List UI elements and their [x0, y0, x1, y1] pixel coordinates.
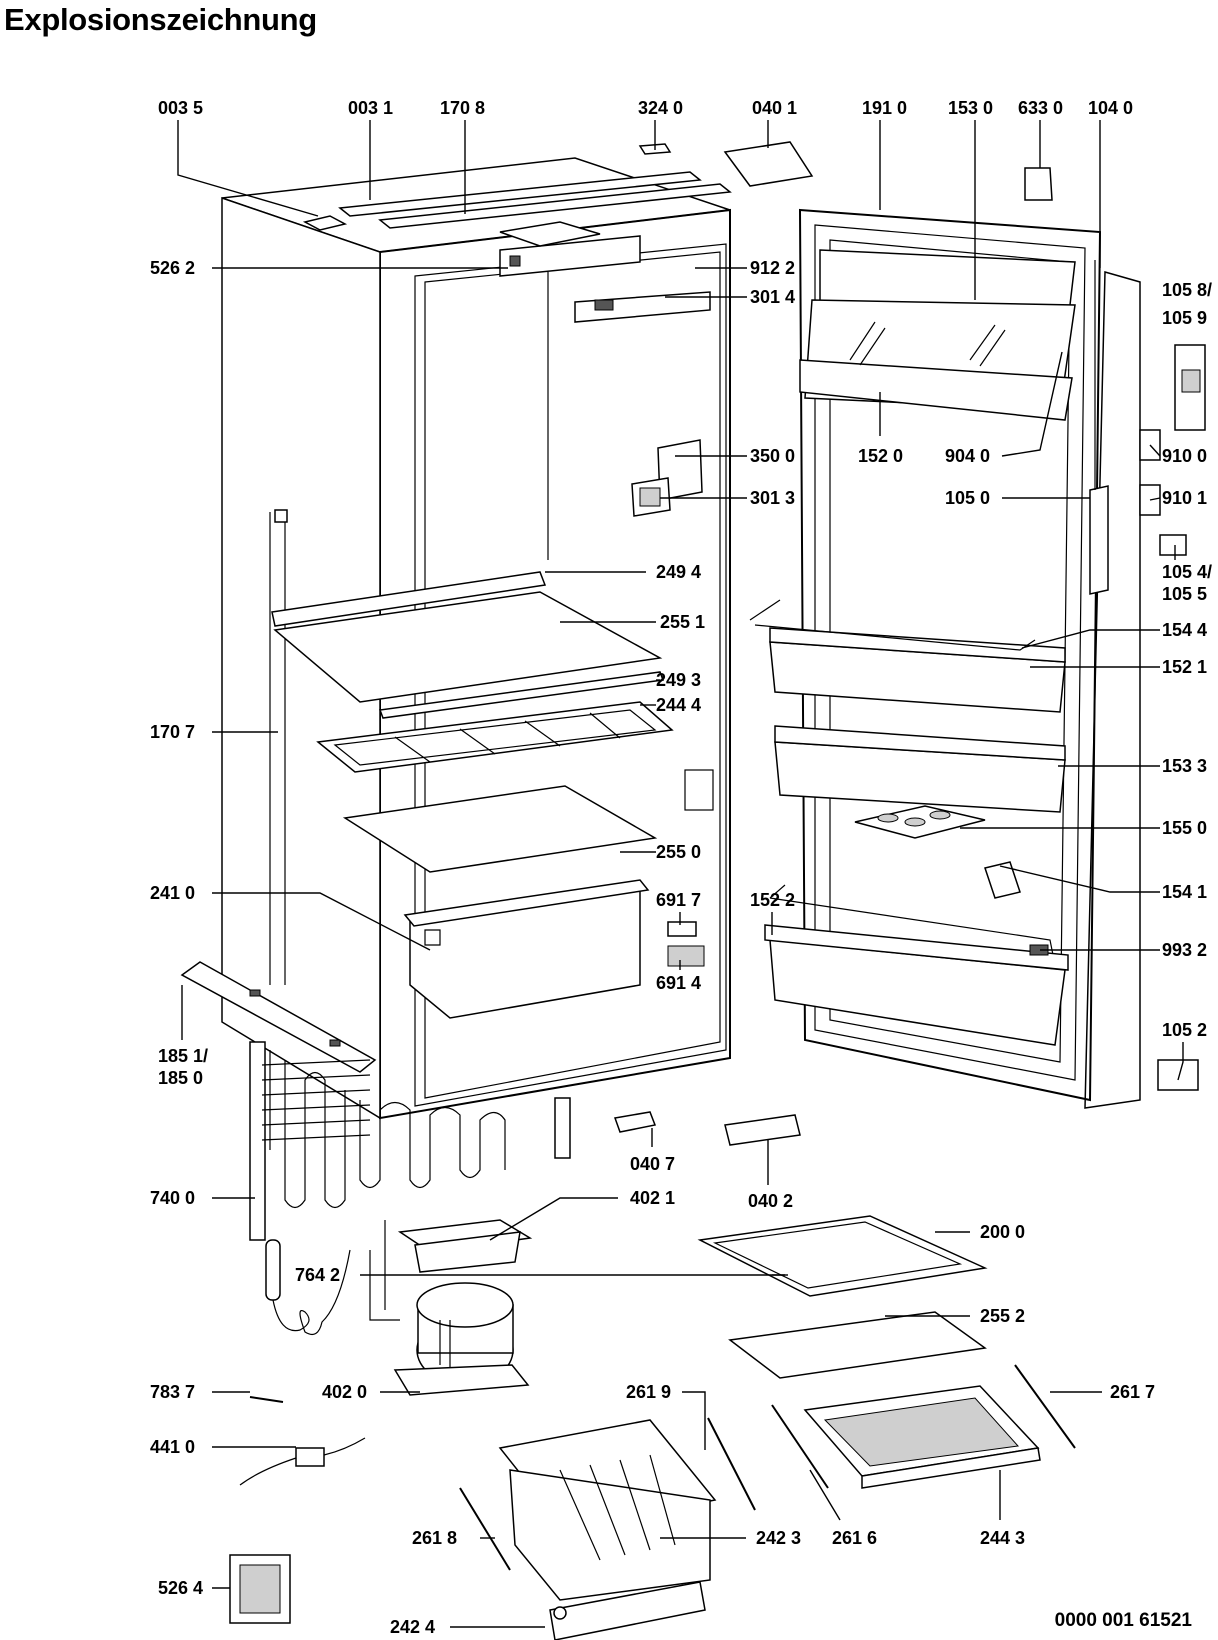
- part-label-3500: 350 0: [750, 446, 795, 466]
- part-label-1522: 152 2: [750, 890, 795, 910]
- hinges: [613, 141, 1053, 1146]
- thermostat-capillary: [265, 1239, 351, 1335]
- part-label-1708: 170 8: [440, 98, 485, 118]
- door-shelf-middle: [774, 725, 1066, 813]
- part-label-1052: 105 2: [1162, 1020, 1207, 1040]
- document-number: 0000 001 61521: [1054, 1610, 1192, 1631]
- lower-glass-shelf: [697, 1215, 988, 1379]
- part-label-4410: 441 0: [150, 1437, 195, 1457]
- part-label-2423: 242 3: [756, 1528, 801, 1548]
- drip-tray: [397, 1219, 533, 1273]
- door-dairy-compartment: [799, 249, 1076, 421]
- part-label-1059: 105 9: [1162, 308, 1207, 328]
- part-label-1058: 105 8/: [1162, 280, 1212, 300]
- part-label-1707: 170 7: [150, 722, 195, 742]
- door-hardware: [1029, 344, 1206, 1091]
- part-label-2443: 244 3: [980, 1528, 1025, 1548]
- part-label-1550: 155 0: [1162, 818, 1207, 838]
- part-label-6914: 691 4: [656, 973, 701, 993]
- part-label-1530: 153 0: [948, 98, 993, 118]
- part-label-9100: 910 0: [1162, 446, 1207, 466]
- part-label-1541: 154 1: [1162, 882, 1207, 902]
- part-label-1054: 105 4/: [1162, 562, 1212, 582]
- drawer-rails: [459, 1364, 1076, 1571]
- cabinet-body: [221, 157, 731, 1120]
- part-label-2424: 242 4: [390, 1617, 435, 1637]
- part-label-2551: 255 1: [660, 612, 705, 632]
- vegetable-crisper: [403, 879, 650, 1019]
- part-labels: 003 5 003 1 170 8 324 0 040 1 191 0 153 …: [150, 98, 1212, 1637]
- part-label-7400: 740 0: [150, 1188, 195, 1208]
- part-label-0401: 040 1: [752, 98, 797, 118]
- vent-sensors: [667, 769, 714, 967]
- part-label-2000: 200 0: [980, 1222, 1025, 1242]
- part-label-4020: 402 0: [322, 1382, 367, 1402]
- part-label-4021: 402 1: [630, 1188, 675, 1208]
- part-label-1040: 104 0: [1088, 98, 1133, 118]
- part-label-1521: 152 1: [1162, 657, 1207, 677]
- door-shelf-bottom: [764, 924, 1069, 1046]
- part-label-7837: 783 7: [150, 1382, 195, 1402]
- part-label-9122: 912 2: [750, 258, 795, 278]
- door-assembly: [798, 208, 1141, 1109]
- part-label-2616: 261 6: [832, 1528, 877, 1548]
- part-label-3013: 301 3: [750, 488, 795, 508]
- part-label-9101: 910 1: [1162, 488, 1207, 508]
- part-label-2619: 261 9: [626, 1382, 671, 1402]
- door-shelf-upper: [749, 599, 1066, 713]
- leader-lines: [177, 120, 1184, 1628]
- part-label-2494: 249 4: [656, 562, 701, 582]
- part-label-1851: 185 1/: [158, 1046, 208, 1066]
- part-label-1910: 191 0: [862, 98, 907, 118]
- part-label-9932: 993 2: [1162, 940, 1207, 960]
- part-label-2552: 255 2: [980, 1306, 1025, 1326]
- freezer-tray: [803, 1385, 1041, 1489]
- glass-shelf-upper: [271, 571, 665, 719]
- part-label-2493: 249 3: [656, 670, 701, 690]
- egg-tray: [854, 805, 986, 839]
- part-label-3014: 301 4: [750, 287, 795, 307]
- part-label-1050: 105 0: [945, 488, 990, 508]
- condenser: [249, 1041, 571, 1241]
- part-label-1544: 154 4: [1162, 620, 1207, 640]
- part-label-2617: 261 7: [1110, 1382, 1155, 1402]
- part-label-0031: 003 1: [348, 98, 393, 118]
- part-label-7642: 764 2: [295, 1265, 340, 1285]
- part-label-5264: 526 4: [158, 1578, 203, 1598]
- part-label-1850: 185 0: [158, 1068, 203, 1088]
- part-label-2444: 244 4: [656, 695, 701, 715]
- part-label-2550: 255 0: [656, 842, 701, 862]
- front-rail: [180, 961, 377, 1073]
- freezer-drawer: [498, 1419, 717, 1640]
- glass-shelf-lower: [342, 785, 658, 873]
- top-covers: [302, 143, 732, 231]
- lamp-cover: [631, 439, 703, 517]
- part-label-9040: 904 0: [945, 446, 990, 466]
- part-label-0407: 040 7: [630, 1154, 675, 1174]
- part-label-3240: 324 0: [638, 98, 683, 118]
- part-label-2618: 261 8: [412, 1528, 457, 1548]
- part-label-2410: 241 0: [150, 883, 195, 903]
- page-title: Explosionszeichnung: [4, 2, 317, 37]
- compressor: [369, 1220, 530, 1396]
- part-label-6330: 633 0: [1018, 98, 1063, 118]
- part-label-1520: 152 0: [858, 446, 903, 466]
- part-label-5262: 526 2: [150, 258, 195, 278]
- part-label-1533: 153 3: [1162, 756, 1207, 776]
- small-components: [229, 1396, 366, 1624]
- part-label-0035: 003 5: [158, 98, 203, 118]
- part-label-6917: 691 7: [656, 890, 701, 910]
- shelf-frame: [316, 701, 674, 773]
- part-label-1055: 105 5: [1162, 584, 1207, 604]
- part-label-0402: 040 2: [748, 1191, 793, 1211]
